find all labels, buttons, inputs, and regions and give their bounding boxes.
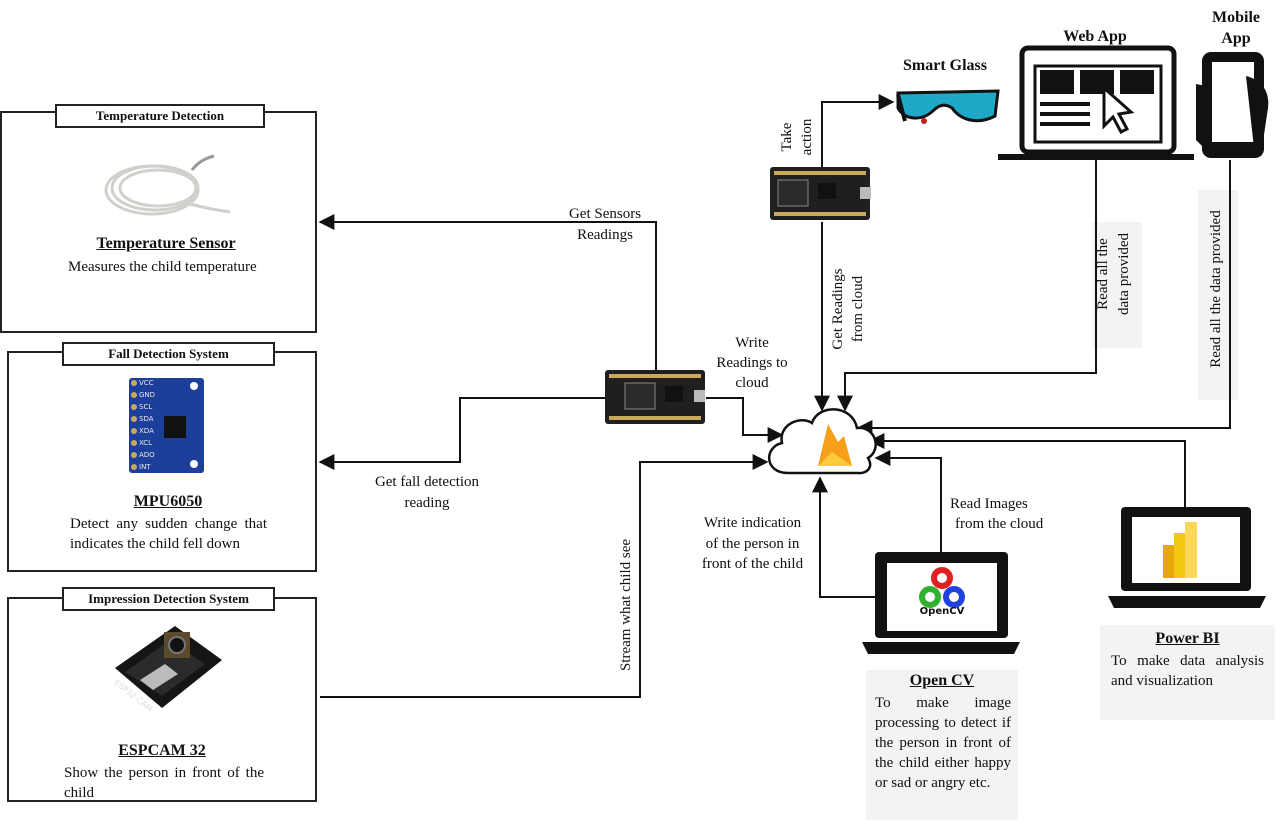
web-read-label-panel: [1092, 222, 1142, 348]
opencv-panel: [866, 670, 1018, 820]
arrow-write-indication: [812, 476, 875, 598]
mobile-app-label-line1: Mobile: [1212, 9, 1260, 26]
mobile-read-label-panel: [1198, 190, 1238, 400]
read-all-web-label-line1: Read all the: [1095, 238, 1111, 310]
mobile-phone-icon: [1196, 52, 1269, 158]
mpu6050-title: MPU6050: [133, 493, 203, 510]
stream-label: Stream what child see: [618, 538, 634, 672]
get-fall-label-line2: reading: [404, 495, 450, 511]
mpu6050-desc: Detect any sudden change that indicates …: [70, 516, 267, 552]
mpu6050-module-icon: [129, 378, 204, 473]
write-indication-label-line3: front of the child: [701, 556, 804, 572]
write-readings-label-line1: Write: [735, 335, 769, 351]
fall-detection-tag: Fall Detection System: [62, 342, 275, 366]
read-all-mobile-label: Read all the data provided: [1208, 210, 1224, 368]
arrow-take-action: [821, 94, 895, 168]
arrow-stream: [320, 454, 769, 698]
take-action-label-line1: Take: [779, 122, 795, 152]
firebase-cloud-icon: [767, 408, 877, 475]
read-all-web-label-line2: data provided: [1116, 232, 1132, 316]
opencv-logo-text: OpenCV: [919, 606, 965, 617]
mpu-pin-int: INT: [139, 463, 151, 471]
powerbi-panel: [1100, 625, 1275, 720]
mpu-pin-vcc: VCC: [139, 379, 154, 387]
arrow-read-images: [874, 450, 942, 556]
web-app-laptop-icon: [998, 45, 1194, 160]
impression-detection-tag: Impression Detection System: [62, 587, 275, 611]
mpu-pin-labels: VCC GND SCL SDA XDA XCL ADO INT: [139, 377, 169, 473]
mpu-pin-xcl: XCL: [139, 439, 153, 447]
arrow-mobile-read: [856, 160, 1231, 436]
write-indication-label-line1: Write indication: [703, 515, 802, 531]
temperature-sensor-desc: Measures the child temperature: [68, 259, 257, 275]
web-app-label: Web App: [1063, 28, 1127, 45]
opencv-laptop-icon: [862, 552, 1020, 654]
write-readings-label-line2: Readings to: [716, 355, 788, 371]
temperature-detection-box: [0, 111, 317, 333]
arrow-powerbi: [868, 433, 1186, 507]
mpu-pin-scl: SCL: [139, 403, 153, 411]
get-readings-cloud-label-line2: from cloud: [850, 275, 866, 343]
take-action-label-line2: action: [799, 118, 815, 156]
mpu-pin-sda: SDA: [139, 415, 154, 423]
esp32-cam-module-icon: [115, 626, 222, 708]
arrow-get-sensors: [318, 214, 657, 372]
powerbi-desc: To make data analysis and visualization: [1111, 653, 1264, 689]
temperature-detection-tag: Temperature Detection: [55, 104, 265, 128]
mpu-pin-ado: ADO: [139, 451, 155, 459]
get-fall-label-line1: Get fall detection: [374, 474, 480, 490]
read-images-label-line1: Read Images: [950, 496, 1028, 512]
smart-glass-label: Smart Glass: [903, 57, 987, 74]
arrow-web-read: [837, 160, 1097, 412]
get-sensors-label-line1: Get Sensors: [568, 206, 642, 222]
mobile-app-label-line2: App: [1221, 30, 1251, 47]
get-sensors-label-line2: Readings: [577, 227, 633, 243]
nodemcu-board-center-icon: [605, 370, 705, 424]
get-readings-cloud-label-line1: Get Readings: [830, 268, 846, 350]
write-indication-label-line2: of the person in: [705, 536, 800, 552]
opencv-title: Open CV: [909, 672, 975, 689]
nodemcu-board-top-icon: [770, 167, 871, 220]
arrow-write-readings: [706, 397, 784, 443]
mpu-pin-gnd: GND: [139, 391, 156, 399]
espcam32-title: ESPCAM 32: [118, 742, 206, 759]
espcam32-desc: Show the person in front of the child: [64, 765, 264, 801]
temperature-sensor-title: Temperature Sensor: [96, 235, 236, 252]
smart-glass-icon: [896, 89, 1000, 124]
mpu-pin-xda: XDA: [139, 427, 154, 435]
arrow-get-fall: [318, 397, 605, 470]
read-images-label-line2: from the cloud: [955, 516, 1044, 532]
write-readings-label-line3: cloud: [735, 375, 769, 391]
opencv-desc: To make image processing to detect if th…: [875, 695, 1011, 791]
powerbi-title: Power BI: [1155, 630, 1220, 647]
powerbi-laptop-icon: [1108, 507, 1266, 608]
temperature-sensor-icon: [104, 154, 231, 216]
